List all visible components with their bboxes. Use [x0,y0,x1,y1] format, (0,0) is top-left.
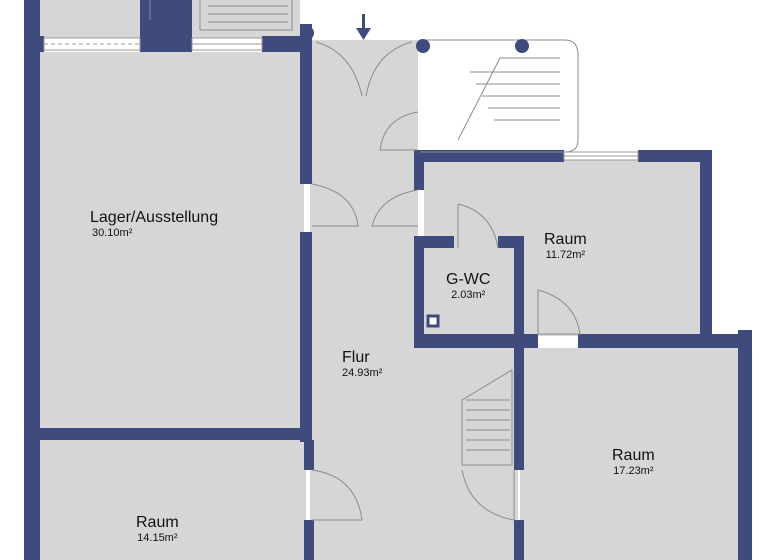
wall-raum-top [414,150,564,162]
room-label-raum-right-top: Raum 11.72m² [544,230,587,262]
wall-raum-bottom [578,334,750,348]
door-swing-icon [311,41,581,521]
wall-top-left [24,36,44,52]
wall-top-lager-right [262,36,312,52]
wall-raum-top-right [638,150,712,162]
room-area: 24.93m² [342,367,383,379]
wall-top-lager [140,0,192,52]
wall-lager-right-lower [300,232,312,442]
fixtures [149,0,581,521]
room-label-gwc: G-WC 2.03m² [446,270,490,302]
walls [24,0,752,560]
column-icon [416,39,430,53]
wall-left-lower-right [304,440,314,470]
floor-raum-bottom-left [38,440,306,560]
room-name: Raum [136,514,179,531]
wall-left-outer [24,0,40,560]
room-name: Flur [342,349,370,366]
floor-top-left [40,0,140,38]
stair-icon [149,0,293,31]
room-label-raum-right-bottom: Raum 17.23m² [612,446,655,478]
entrance-arrow-icon [356,14,371,40]
floor-lager [40,52,304,432]
room-area: 11.72m² [545,249,586,261]
room-area: 14.15m² [137,532,178,544]
room-area: 30.10m² [92,227,133,239]
room-label-lager: Lager/Ausstellung 30.10m² [90,208,218,240]
wall-raum-top-pier [510,334,538,348]
room-label-raum-bottom-left: Raum 14.15m² [136,513,179,545]
floor-flur [310,40,418,560]
stair-icon [420,39,579,153]
room-label-flur: Flur 24.93m² [342,348,382,380]
room-area: 17.23m² [613,465,654,477]
column-icon [515,39,529,53]
column-icon [426,314,440,328]
room-name: Raum [544,231,587,248]
wall-flur-right-top [414,150,424,190]
room-name: Raum [612,447,655,464]
wall-raum-right [700,150,712,346]
wall-wc-top-left [414,236,454,248]
wall-raum-right-left [514,346,524,470]
windows [43,37,639,161]
wall-mid-horizontal [24,428,312,440]
wall-left-lower-right2 [304,520,314,560]
column-icon [300,26,314,40]
room-area: 2.03m² [451,289,486,301]
wall-right-outer [738,330,752,560]
room-name: G-WC [446,271,491,288]
wall-wc-bottom [414,334,538,348]
wall-raum-right-left2 [514,520,524,560]
floor-raum-right-bottom [520,348,740,560]
room-name: Lager/Ausstellung [90,209,219,226]
stair-icon [461,369,513,466]
wall-raum-left [414,236,424,346]
posts [300,26,529,53]
wall-wc-right [514,236,524,346]
wall-lager-right [300,24,312,184]
